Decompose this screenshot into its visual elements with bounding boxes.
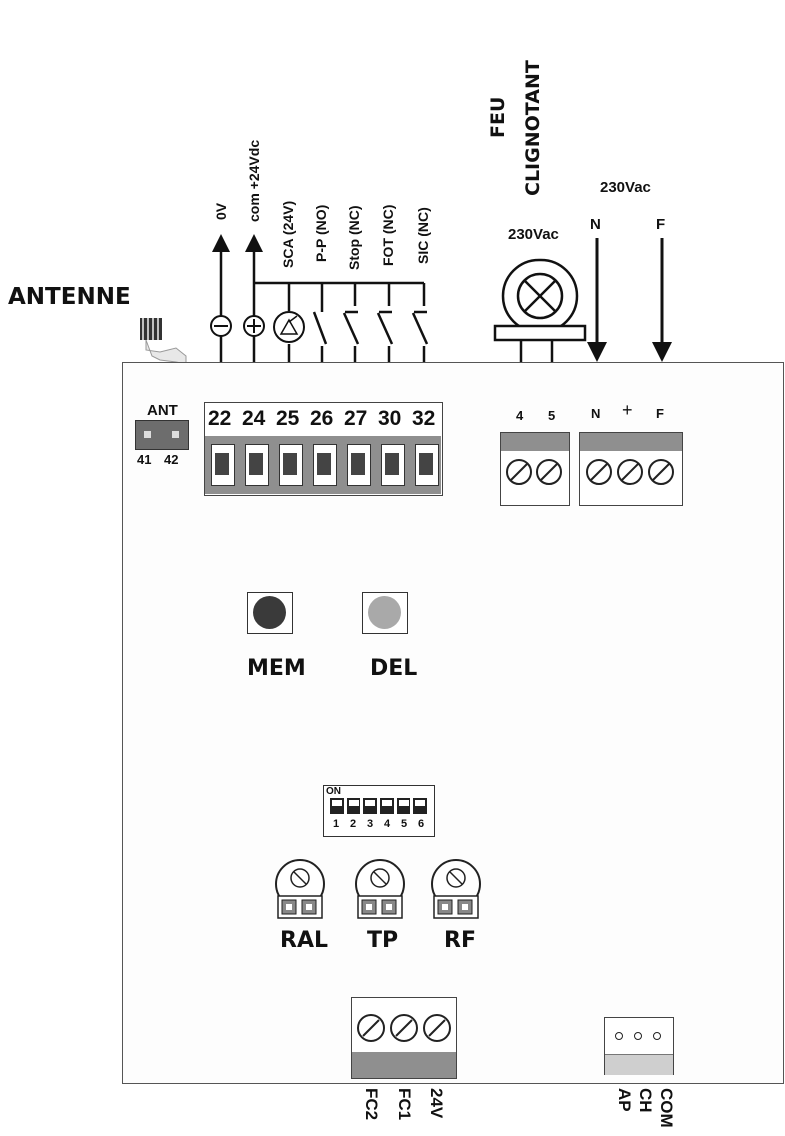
power-terminal-earth: + — [622, 400, 633, 420]
sca-lamp-icon — [273, 311, 305, 343]
terminal-24v: 24V — [427, 1088, 446, 1119]
input-label-stop: Stop (NC) — [346, 205, 362, 270]
trimmers — [275, 859, 481, 919]
dip-number-5: 5 — [401, 818, 408, 830]
clignotant-label: CLIGNOTANT — [522, 60, 544, 196]
terminal-screw[interactable] — [415, 444, 439, 486]
screw-terminals-lamp[interactable] — [503, 456, 565, 488]
input-label-sic: SIC (NC) — [415, 207, 431, 264]
flashing-lamp-icon — [493, 258, 587, 381]
screw-terminals-power[interactable] — [583, 456, 679, 488]
terminal-screw[interactable] — [381, 444, 405, 486]
terminal-22: 22 — [208, 407, 232, 430]
input-label-sca: SCA (24V) — [280, 200, 296, 268]
trimmer-tp[interactable] — [355, 859, 405, 919]
ral-label: RAL — [280, 928, 328, 953]
dip-number-4: 4 — [384, 818, 391, 830]
supply-voltage-label: 230Vac — [600, 179, 651, 196]
dip-number-3: 3 — [367, 818, 374, 830]
terminal-ch: CH — [636, 1088, 655, 1113]
motor-terminal-block — [604, 1017, 674, 1075]
dip-on-label: ON — [326, 786, 341, 797]
feu-label: FEU — [487, 96, 509, 138]
ant-pin-41: 41 — [137, 452, 152, 467]
arrow-down-icon — [652, 238, 672, 362]
dip-switch[interactable]: ON 1 2 3 4 5 6 — [323, 785, 435, 837]
del-button[interactable] — [362, 592, 408, 634]
terminal-25: 25 — [276, 407, 300, 430]
arrow-up-icon — [212, 234, 230, 252]
input-label-0v: 0V — [213, 202, 229, 220]
terminal-26: 26 — [310, 407, 334, 430]
arrow-up-icon — [245, 234, 263, 252]
terminal-screw[interactable] — [313, 444, 337, 486]
supply-n-label: N — [590, 216, 601, 233]
terminal-fc2: FC2 — [362, 1088, 381, 1121]
terminal-screw[interactable] — [347, 444, 371, 486]
terminal-screw[interactable] — [279, 444, 303, 486]
power-terminal-n: N — [591, 406, 601, 421]
dip-number-1: 1 — [333, 818, 340, 830]
terminal-30: 30 — [378, 407, 402, 430]
dip-number-6: 6 — [418, 818, 425, 830]
input-label-com-24vdc: com +24Vdc — [246, 139, 262, 222]
terminal-com: COM — [657, 1088, 676, 1128]
ant-title: ANT — [147, 402, 178, 419]
trimmer-rf[interactable] — [431, 859, 481, 919]
arrow-down-icon — [587, 238, 607, 362]
antenne-label: ANTENNE — [8, 284, 131, 310]
antenna-connector-icon — [140, 318, 187, 365]
terminal-screw[interactable] — [211, 444, 235, 486]
screw-terminals-limit[interactable] — [355, 1008, 455, 1048]
power-terminal-f: F — [656, 406, 664, 421]
terminal-32: 32 — [412, 407, 436, 430]
terminal-ap: AP — [615, 1088, 634, 1112]
lamp-terminal-4: 4 — [516, 408, 524, 423]
mem-button[interactable] — [247, 592, 293, 634]
terminal-24: 24 — [242, 407, 266, 430]
input-label-pp: P-P (NO) — [313, 204, 329, 262]
lamp-terminal-5: 5 — [548, 408, 556, 423]
terminal-screw[interactable] — [245, 444, 269, 486]
trimmer-ral[interactable] — [275, 859, 325, 919]
input-label-fot: FOT (NC) — [380, 204, 396, 266]
lamp-voltage-label: 230Vac — [508, 226, 559, 243]
supply-f-label: F — [656, 216, 666, 233]
dip-number-2: 2 — [350, 818, 357, 830]
rf-label: RF — [444, 928, 476, 953]
ant-connector[interactable] — [135, 420, 189, 450]
terminal-27: 27 — [344, 407, 368, 430]
tp-label: TP — [367, 928, 399, 953]
ant-pin-42: 42 — [164, 452, 179, 467]
terminal-fc1: FC1 — [395, 1088, 414, 1121]
mem-label: MEM — [247, 656, 306, 681]
del-label: DEL — [370, 656, 418, 681]
